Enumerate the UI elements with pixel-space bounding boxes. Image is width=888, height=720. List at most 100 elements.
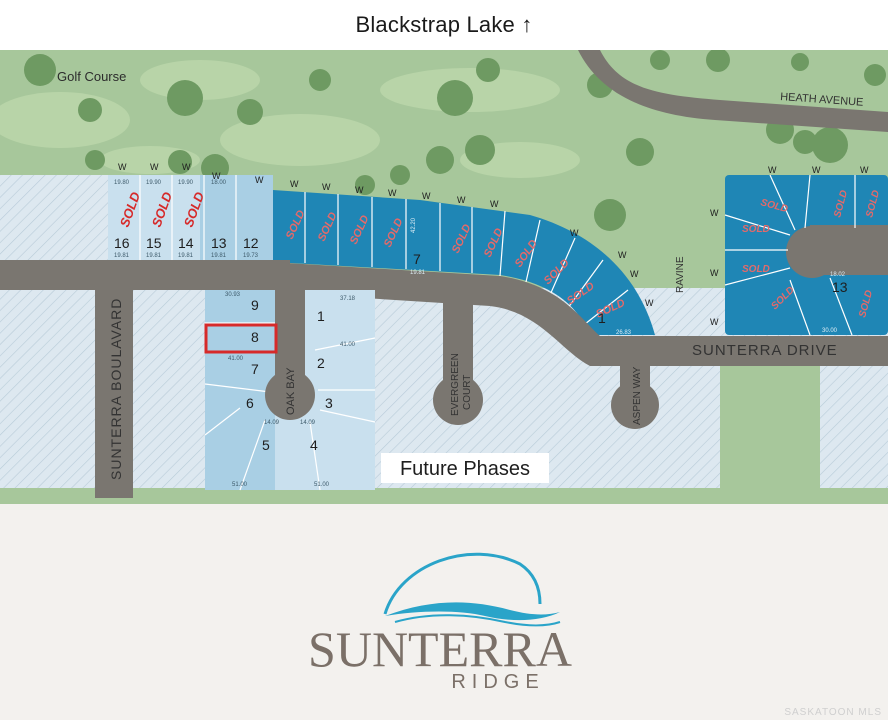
dimension-label: 19.81 (410, 270, 426, 276)
north-dark-lot-lines (304, 192, 629, 329)
logo-area: SUNTERRA RIDGE SASKATOON MLS (0, 504, 888, 720)
dimension-label: 19.90 (146, 180, 162, 186)
mls-watermark: SASKATOON MLS (784, 707, 882, 718)
logo-brand-text: SUNTERRA (308, 621, 572, 677)
lake-name: Blackstrap Lake (355, 12, 515, 37)
main-road-west (0, 260, 290, 290)
dimension-label: 19.81 (114, 253, 130, 259)
w-marker: W (355, 185, 364, 195)
future-phases-box (381, 453, 549, 483)
w-marker: W (182, 162, 191, 172)
dimension-label: 19.81 (211, 253, 227, 259)
lot-number: 4 (310, 437, 318, 453)
subdivision-map: HEATH AVENUE Golf Course SUNTERRA (0, 50, 888, 504)
lot-number: 8 (251, 329, 259, 345)
dimension-label: 19.90 (178, 180, 194, 186)
lot-numbers-oak: 9 8 7 6 5 4 3 2 1 (246, 297, 333, 453)
east-grass (720, 350, 820, 490)
w-marker: W (768, 165, 777, 175)
lot-number: 3 (325, 395, 333, 411)
east-lot-lines (724, 174, 856, 336)
lot-number: 13 (832, 279, 848, 295)
north-dark-lots (273, 190, 655, 335)
lot-number: 6 (246, 395, 254, 411)
sold-labels-north: SOLD SOLD SOLD (117, 189, 208, 229)
dimension-label: 30.00 (822, 328, 838, 334)
south-grass (0, 488, 888, 504)
north-arrow-icon: ↑ (521, 12, 533, 37)
highlighted-lot-outline[interactable] (204, 323, 278, 354)
dimension-label: 26.83 (616, 330, 632, 336)
w-marker: W (490, 199, 499, 209)
sunterra-logo: SUNTERRA RIDGE (308, 552, 572, 693)
sunterra-drive-label: SUNTERRA DRIVE (692, 342, 838, 359)
evergreen-label-2: COURT (462, 375, 473, 410)
w-marker: W (710, 208, 719, 218)
w-marker: W (710, 317, 719, 327)
dimension-label: 41.00 (228, 356, 244, 362)
heath-avenue-label: HEATH AVENUE (780, 91, 864, 109)
w-marker: W (618, 250, 627, 260)
dimension-label: 19.80 (114, 180, 130, 186)
dimension-label: 14.09 (300, 420, 316, 426)
dimension-label: 51.00 (314, 482, 330, 488)
sold-label: SOLD (742, 264, 770, 275)
w-marker: W (630, 269, 639, 279)
w-marker: W (645, 298, 654, 308)
aspen-way-label: ASPEN WAY (632, 366, 643, 425)
w-marker: W (570, 228, 579, 238)
evergreen-label-1: EVERGREEN (450, 353, 461, 416)
north-future-lots (0, 175, 108, 260)
dimension-label: 51.00 (232, 482, 248, 488)
heath-avenue-road (578, 50, 888, 132)
w-marker: W (457, 195, 466, 205)
lot-number: 13 (211, 235, 227, 251)
sunterra-boulevard-label: SUNTERRA BOULAVARD (108, 298, 124, 480)
lot-number: 7 (251, 361, 259, 377)
w-marker: W (255, 175, 264, 185)
w-marker: W (118, 162, 127, 172)
dimension-label: 14.09 (264, 420, 280, 426)
lot-number: 2 (317, 355, 325, 371)
oak-bay-west-lots (205, 290, 275, 490)
w-markers: W W W W W W W W W W W W W W W W W W W W … (118, 162, 869, 327)
w-marker: W (422, 191, 431, 201)
w-marker: W (212, 171, 221, 181)
lot-number: 14 (178, 235, 194, 251)
oak-bay-road (275, 290, 305, 385)
oak-bay-label: OAK BAY (285, 367, 297, 415)
lot-numbers-north: 16 15 14 13 12 7 1 13 (114, 235, 848, 326)
lot-number: 9 (251, 297, 259, 313)
ravine-label: RAVINE (675, 256, 686, 293)
lake-direction-label: Blackstrap Lake ↑ (355, 12, 532, 38)
lot-number: 1 (598, 310, 606, 326)
oak-bay-cul-de-sac (265, 370, 315, 420)
map-canvas: HEATH AVENUE Golf Course SUNTERRA (0, 50, 888, 504)
lot-number: 1 (317, 308, 325, 324)
w-marker: W (322, 182, 331, 192)
dimension-label: 41.00 (340, 342, 356, 348)
map-header: Blackstrap Lake ↑ (0, 0, 888, 50)
w-marker: W (388, 188, 397, 198)
w-marker: W (812, 165, 821, 175)
w-marker: W (860, 165, 869, 175)
lot-dimensions: 19.80 19.90 19.90 18.00 19.81 19.81 19.8… (114, 180, 846, 488)
aspen-cul-de-sac (611, 381, 659, 429)
future-phases-label: Future Phases (400, 458, 530, 480)
evergreen-cul-de-sac (433, 375, 483, 425)
lot-number: 15 (146, 235, 162, 251)
sold-label: SOLD (742, 224, 770, 235)
dimension-label: 19.81 (146, 253, 162, 259)
logo-wave-line-icon (394, 614, 561, 627)
oak-bay-lot-lines (204, 322, 376, 491)
dimension-label: 19.73 (243, 253, 259, 259)
lot-number: 16 (114, 235, 130, 251)
golf-course-label: Golf Course (57, 69, 126, 84)
dimension-label: 42.20 (411, 217, 417, 233)
w-marker: W (710, 268, 719, 278)
east-cul-de-sac (786, 226, 838, 278)
sunterra-drive-road (270, 262, 888, 366)
north-light-lots (108, 175, 273, 260)
w-marker: W (290, 179, 299, 189)
logo-wave-icon (385, 602, 560, 621)
